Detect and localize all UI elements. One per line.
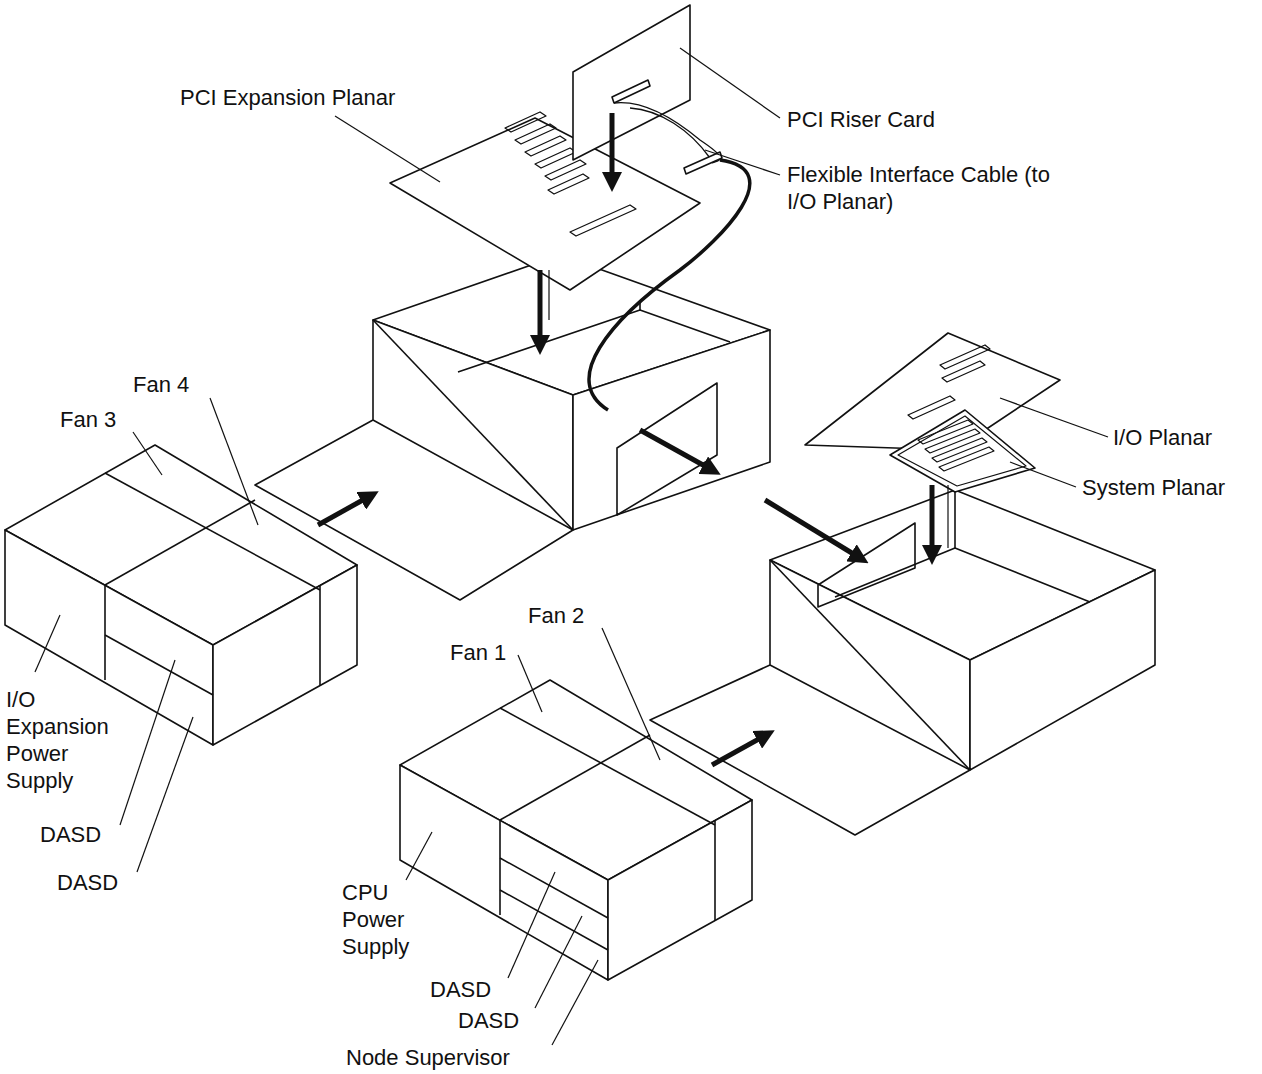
part-label: I/O Expansion Power Supply — [6, 686, 131, 794]
part-label: Fan 4 — [133, 371, 189, 398]
part-label: I/O Planar — [1113, 424, 1212, 451]
part-label: PCI Riser Card — [787, 106, 935, 133]
part-label: System Planar — [1082, 474, 1225, 501]
part-label: Fan 2 — [528, 602, 584, 629]
part-label: Flexible Interface Cable (to I/O Planar) — [787, 161, 1067, 215]
part-label: DASD — [430, 976, 491, 1003]
part-label: DASD — [458, 1007, 519, 1034]
part-label: DASD — [57, 869, 118, 896]
part-label: Fan 3 — [60, 406, 116, 433]
part-label: Node Supervisor — [346, 1044, 510, 1071]
part-label: Fan 1 — [450, 639, 506, 666]
part-label: PCI Expansion Planar — [180, 84, 395, 111]
part-label: DASD — [40, 821, 101, 848]
part-label: CPU Power Supply — [342, 879, 434, 960]
